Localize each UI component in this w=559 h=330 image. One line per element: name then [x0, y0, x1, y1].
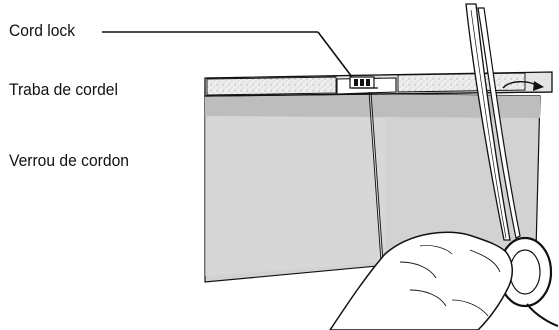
label-cord-lock-es: Traba de cordel: [9, 80, 118, 99]
hand-icon: [329, 231, 513, 330]
cord-lock-icon: [336, 76, 397, 95]
callout-leader: [102, 31, 353, 78]
arrow-icon: [502, 81, 544, 91]
cord: [368, 91, 384, 263]
scissors-icon: [465, 3, 559, 327]
label-cord-lock-en: Cord lock: [9, 21, 76, 40]
label-cord-lock-fr: Verrou de cordon: [9, 151, 129, 170]
